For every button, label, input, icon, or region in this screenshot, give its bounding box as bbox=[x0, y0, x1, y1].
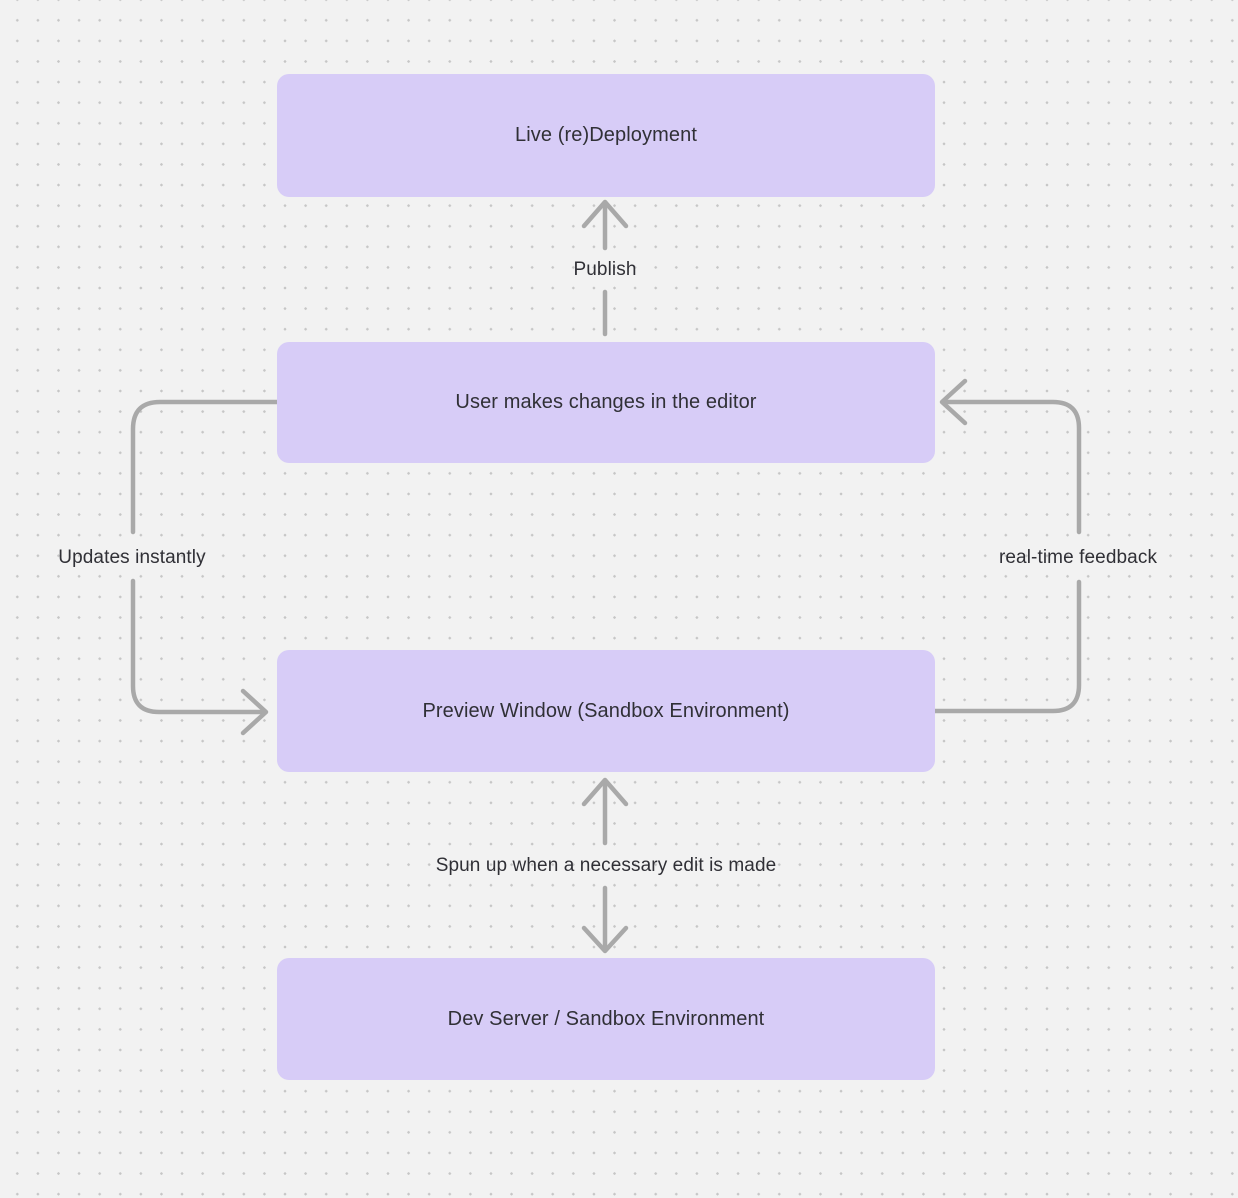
node-label: User makes changes in the editor bbox=[455, 391, 757, 413]
edge-feedback-lower bbox=[932, 579, 1082, 714]
edge-updates-lower bbox=[130, 578, 267, 715]
arrow-left-icon bbox=[939, 378, 968, 426]
node-live-redeployment: Live (re)Deployment bbox=[277, 74, 935, 197]
node-label: Live (re)Deployment bbox=[515, 124, 697, 146]
edge-label-real-time-feedback: real-time feedback bbox=[998, 547, 1158, 568]
edge-label-updates-instantly: Updates instantly bbox=[58, 547, 206, 568]
edge-label-publish: Publish bbox=[573, 259, 637, 280]
edge-updates-upper bbox=[130, 399, 280, 535]
arrow-up-icon bbox=[581, 199, 629, 229]
node-editor-changes: User makes changes in the editor bbox=[277, 342, 935, 463]
node-label: Preview Window (Sandbox Environment) bbox=[422, 699, 790, 722]
edge-label-spun-up: Spun up when a necessary edit is made bbox=[435, 855, 777, 876]
node-dev-server: Dev Server / Sandbox Environment bbox=[277, 958, 935, 1080]
edge-feedback-upper bbox=[940, 399, 1082, 535]
node-preview-window: Preview Window (Sandbox Environment) bbox=[277, 650, 935, 772]
arrow-down-icon bbox=[581, 925, 629, 954]
arrow-up-icon bbox=[581, 777, 629, 807]
edge-real-time-feedback bbox=[932, 378, 1082, 714]
arrow-right-icon bbox=[240, 688, 269, 736]
node-label: Dev Server / Sandbox Environment bbox=[447, 1007, 765, 1030]
